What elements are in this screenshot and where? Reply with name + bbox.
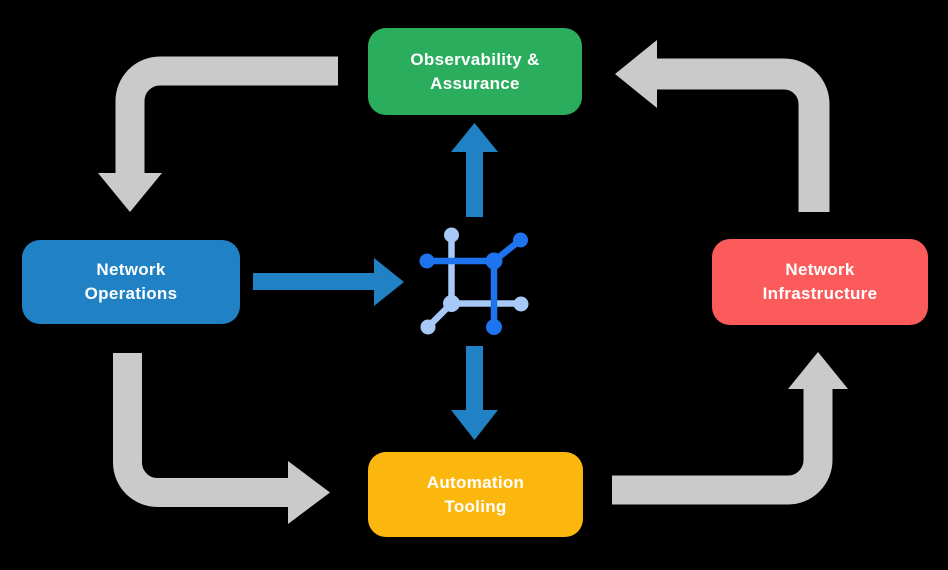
icon-dark-nodes xyxy=(419,232,528,335)
cycle-arrowhead-left xyxy=(615,40,657,108)
cycle-arrow-observability-to-operations xyxy=(98,56,338,212)
cycle-arrow-automation-to-infrastructure xyxy=(612,352,848,505)
icon-light-node-diag xyxy=(420,319,436,335)
node-label-line: Automation xyxy=(426,472,525,492)
icon-dark-node-corner xyxy=(485,252,503,270)
cycle-arrow-infrastructure-to-observability xyxy=(615,40,830,212)
cycle-arrowhead-up xyxy=(788,352,848,389)
flow-arrowhead-up xyxy=(451,123,498,152)
icon-light-node-right xyxy=(513,296,529,312)
node-network-operations: Network Operations xyxy=(22,240,240,324)
cycle-arrow-shaft xyxy=(656,58,830,212)
flow-arrowhead-right xyxy=(374,258,404,306)
icon-light-nodes xyxy=(420,227,529,335)
node-label-line: Operations xyxy=(84,284,178,303)
node-label-line: Network xyxy=(785,260,855,279)
node-label-line: Assurance xyxy=(430,73,520,93)
flow-arrow-operations-to-center xyxy=(253,258,404,306)
cycle-arrow-shaft xyxy=(113,353,289,507)
cycle-arrow-shaft xyxy=(612,389,833,505)
icon-dark-node-bottom xyxy=(486,319,502,335)
icon-light-node-corner xyxy=(443,295,460,312)
network-automation-icon xyxy=(419,227,529,335)
cycle-arrowhead-right xyxy=(288,461,330,524)
flow-arrowhead-down xyxy=(451,410,498,440)
flow-arrow-center-to-automation xyxy=(451,346,498,440)
node-observability-assurance: Observability & Assurance xyxy=(368,28,582,115)
node-label-line: Network xyxy=(96,260,166,279)
cycle-arrow-shaft xyxy=(115,56,338,174)
node-label-line: Observability & xyxy=(410,49,540,69)
icon-dark-node-diag xyxy=(513,232,528,248)
cycle-arrow-operations-to-automation xyxy=(113,353,330,524)
icon-dark-node-left xyxy=(419,253,435,269)
flow-arrow-center-to-observability xyxy=(451,123,498,217)
node-label-line: Infrastructure xyxy=(762,284,878,303)
cycle-arrowhead-down xyxy=(98,173,162,212)
node-label-line: Tooling xyxy=(444,496,507,516)
node-automation-tooling: Automation Tooling xyxy=(368,452,583,537)
icon-light-node-top xyxy=(444,227,459,243)
node-network-infrastructure: Network Infrastructure xyxy=(712,239,928,325)
